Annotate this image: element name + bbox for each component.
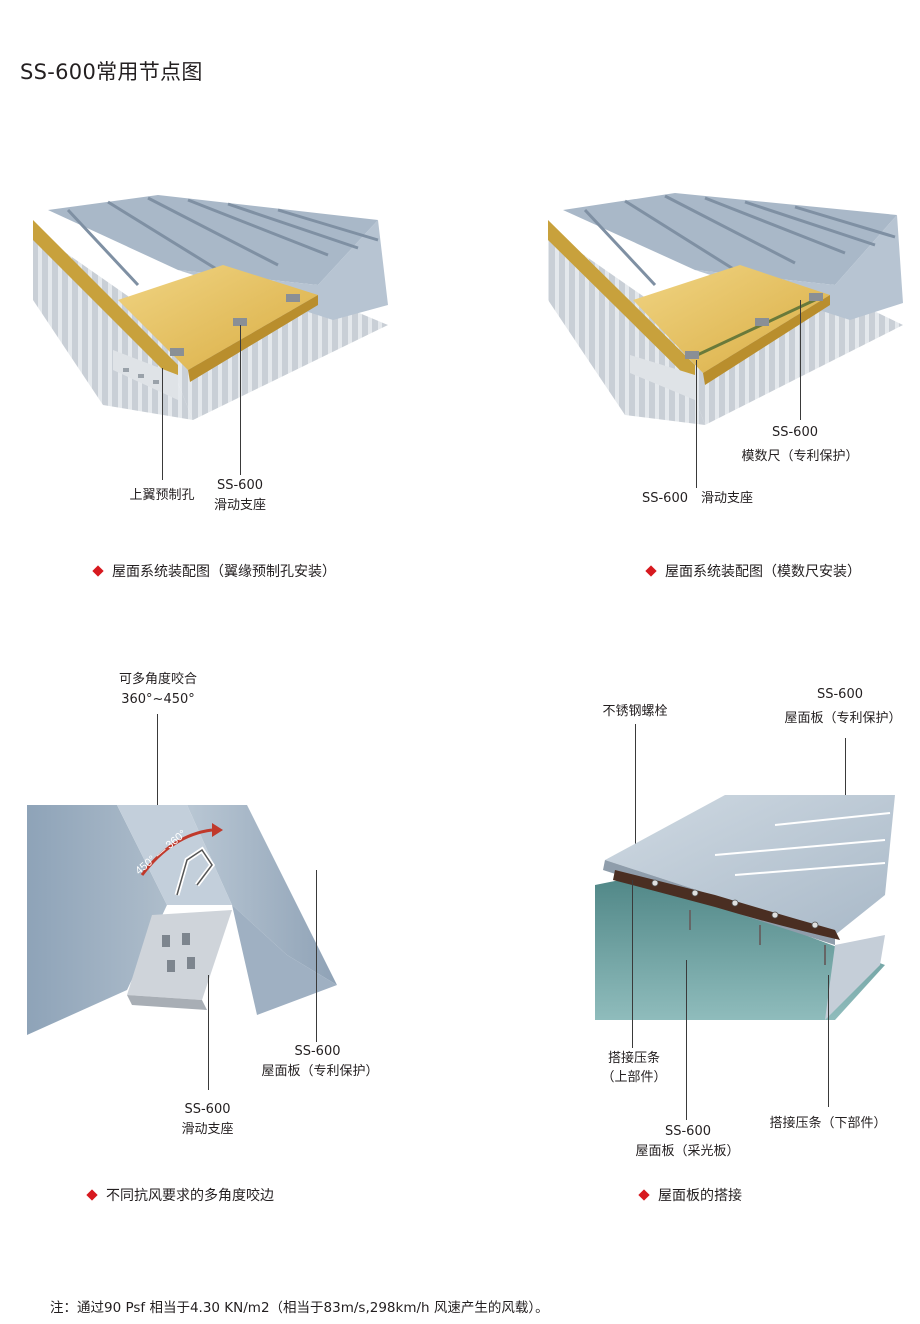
leader-line-ruler (800, 300, 801, 420)
leader-line-panel (316, 870, 317, 1042)
label-seam-line2: 360°~450° (121, 692, 195, 707)
label-panel-model-4: SS-600 (816, 687, 863, 702)
diamond-bullet-icon (638, 1189, 650, 1201)
caption-text: 不同抗风要求的多角度咬边 (106, 1188, 274, 1204)
label-panel-name-3: 屋面板（专利保护） (261, 1064, 379, 1079)
label-clip-name-3: 滑动支座 (181, 1122, 234, 1137)
diamond-bullet-icon (645, 565, 657, 577)
leader-line-hole (162, 368, 163, 480)
leader-line-seam (157, 714, 158, 854)
caption-figure-3: 不同抗风要求的多角度咬边 (86, 1186, 274, 1206)
label-sky-model: SS-600 (664, 1124, 711, 1139)
figure-3-illustration: 450° — 360° (27, 805, 337, 1035)
label-bolt: 不锈钢螺栓 (602, 704, 668, 719)
label-ruler-name: 模数尺（专利保护） (741, 449, 859, 464)
leader-line-clip-2 (696, 360, 697, 488)
leader-line-upper (632, 880, 633, 1048)
diamond-bullet-icon (92, 565, 104, 577)
caption-text: 屋面系统装配图（翼缘预制孔安装） (112, 564, 336, 580)
leader-line-clip-3 (208, 975, 209, 1090)
label-upper-line1: 搭接压条 (607, 1051, 660, 1066)
label-clip-name: 滑动支座 (213, 498, 266, 513)
footnote: 注：通过90 Psf 相当于4.30 KN/m2（相当于83m/s,298km/… (50, 1300, 549, 1316)
figure-1-illustration (33, 195, 388, 420)
caption-figure-1: 屋面系统装配图（翼缘预制孔安装） (92, 562, 336, 582)
figure-4-illustration (595, 795, 895, 1020)
label-ruler-model: SS-600 (771, 425, 818, 440)
caption-figure-2: 屋面系统装配图（模数尺安装） (645, 562, 861, 582)
label-panel-name-4: 屋面板（专利保护） (784, 711, 902, 726)
label-lower: 搭接压条（下部件） (769, 1116, 887, 1131)
label-flange-hole: 上翼预制孔 (129, 488, 195, 503)
caption-text: 屋面系统装配图（模数尺安装） (665, 564, 861, 580)
leader-line-lower (828, 975, 829, 1107)
label-clip-2: SS-600 滑动支座 (641, 491, 753, 506)
diamond-bullet-icon (86, 1189, 98, 1201)
figure-2-illustration (548, 193, 903, 425)
leader-line-panel-4 (845, 738, 846, 844)
leader-line-clip (240, 325, 241, 475)
label-sky-name: 屋面板（采光板） (635, 1144, 740, 1159)
label-panel-model-3: SS-600 (294, 1044, 341, 1059)
caption-text: 屋面板的搭接 (658, 1188, 742, 1204)
label-clip-model: SS-600 (216, 478, 263, 493)
label-upper-line2: （上部件） (601, 1070, 667, 1085)
label-clip-model-3: SS-600 (184, 1102, 231, 1117)
page-title: SS-600常用节点图 (20, 60, 203, 84)
label-seam-line1: 可多角度咬合 (118, 672, 197, 687)
leader-line-bolt (635, 724, 636, 844)
leader-line-sky (686, 960, 687, 1120)
caption-figure-4: 屋面板的搭接 (638, 1186, 742, 1206)
